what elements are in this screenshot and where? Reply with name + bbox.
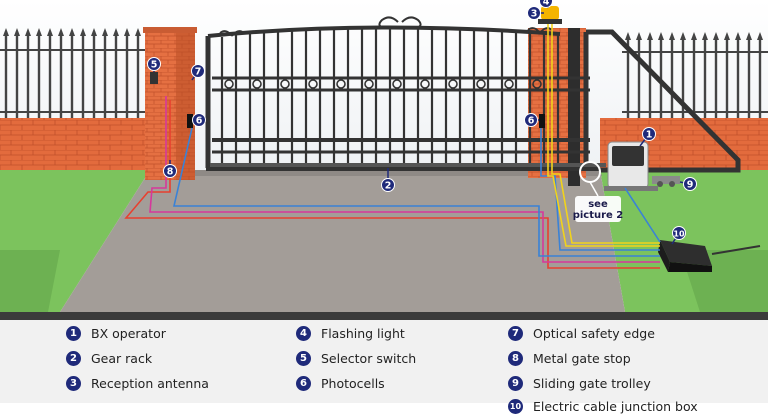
left-fence <box>0 34 145 118</box>
marker-number: 2 <box>385 180 392 191</box>
marker-number: 9 <box>687 179 694 190</box>
marker-number: 8 <box>167 166 174 177</box>
legend-label: BX operator <box>91 325 166 341</box>
legend-number-badge: 4 <box>296 325 311 341</box>
legend-item: 10 Electric cable junction box <box>508 397 698 415</box>
marker-7: 7 <box>191 64 205 81</box>
legend-label: Metal gate stop <box>533 350 631 366</box>
legend-number-badge: 6 <box>296 375 311 391</box>
legend-item: 6 Photocells <box>296 374 385 392</box>
legend-label: Sliding gate trolley <box>533 375 651 391</box>
driveway <box>60 170 625 312</box>
legend-item: 3 Reception antenna <box>66 374 209 392</box>
left-brick-wall <box>0 118 150 170</box>
legend: 1 BX operator 2 Gear rack 3 Reception antenna… <box>0 320 768 414</box>
marker-number: 6 <box>528 115 535 126</box>
marker-3: 3 <box>527 6 544 20</box>
legend-number-badge: 10 <box>508 398 523 414</box>
marker-number: 5 <box>151 59 158 70</box>
marker-4: 4 <box>539 0 553 9</box>
flashing-light <box>538 6 562 24</box>
legend-label: Electric cable junction box <box>533 398 698 414</box>
sliding-gate-trolley <box>652 176 680 187</box>
gear-rack <box>210 163 606 167</box>
marker-1: 1 <box>639 127 656 147</box>
legend-number-badge: 8 <box>508 350 523 366</box>
legend-label: Selector switch <box>321 350 417 366</box>
legend-label: Reception antenna <box>91 375 209 391</box>
selector-switch <box>150 72 158 84</box>
legend-item: 1 BX operator <box>66 324 166 342</box>
marker-8: 8 <box>163 160 177 178</box>
legend-number-badge: 1 <box>66 325 81 341</box>
marker-number: 10 <box>673 229 685 238</box>
marker-number: 6 <box>196 115 203 126</box>
marker-number: 4 <box>543 0 550 7</box>
legend-number-badge: 9 <box>508 375 523 391</box>
legend-item: 8 Metal gate stop <box>508 349 631 367</box>
marker-5: 5 <box>147 57 161 72</box>
marker-layer: 1 2 34 5 6 6 7 8 9 10 <box>147 0 697 245</box>
legend-item: 4 Flashing light <box>296 324 405 342</box>
gate-scene: see picture 2 1 2 34 5 6 6 7 8 9 10 <box>0 0 768 320</box>
callout-line-1: see <box>588 199 608 210</box>
callout-see-picture-2: see picture 2 <box>573 161 624 222</box>
marker-6: 6 <box>524 113 539 127</box>
legend-number-badge: 3 <box>66 375 81 391</box>
marker-number: 1 <box>646 129 653 140</box>
photocell-right <box>539 114 545 128</box>
bx-operator <box>604 141 658 191</box>
marker-2: 2 <box>381 168 395 192</box>
marker-9: 9 <box>679 177 697 191</box>
legend-label: Photocells <box>321 375 385 391</box>
legend-number-badge: 7 <box>508 325 523 341</box>
legend-item: 5 Selector switch <box>296 349 416 367</box>
junction-box <box>658 240 761 272</box>
legend-label: Flashing light <box>321 325 405 341</box>
marker-6: 6 <box>192 113 206 127</box>
legend-item: 7 Optical safety edge <box>508 324 655 342</box>
cables <box>124 24 661 269</box>
legend-number-badge: 5 <box>296 350 311 366</box>
marker-10: 10 <box>671 226 686 245</box>
legend-label: Gear rack <box>91 350 153 366</box>
legend-label: Optical safety edge <box>533 325 655 341</box>
legend-item: 2 Gear rack <box>66 349 152 367</box>
marker-number: 3 <box>531 8 538 19</box>
legend-number-badge: 2 <box>66 350 81 366</box>
marker-number: 7 <box>195 66 202 77</box>
photocell-left <box>187 114 193 128</box>
legend-item: 9 Sliding gate trolley <box>508 374 651 392</box>
sliding-gate <box>205 16 741 173</box>
callout-line-2: picture 2 <box>573 210 624 221</box>
